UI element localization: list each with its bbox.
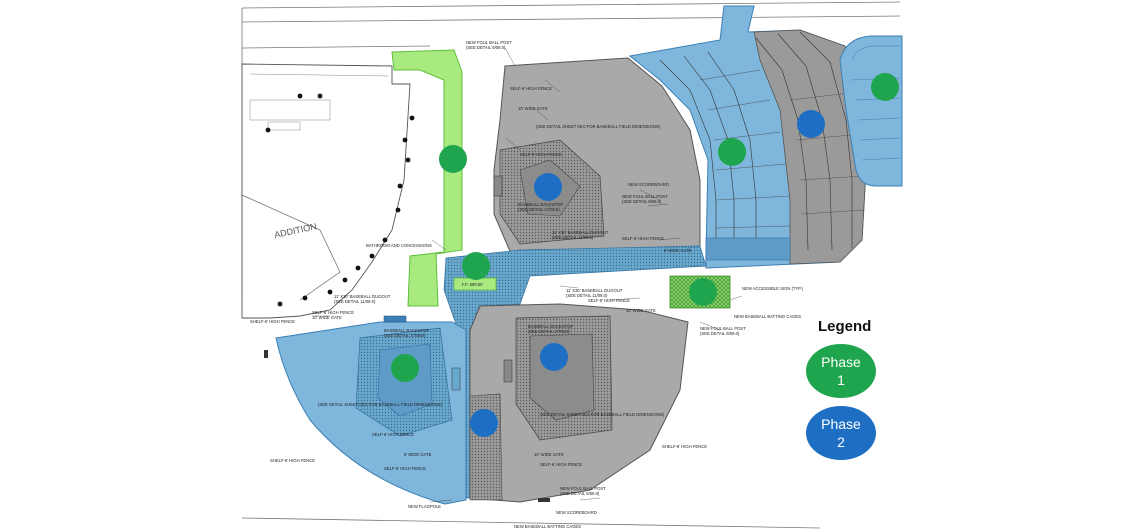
svg-text:BASEBALL BACKSTOP: BASEBALL BACKSTOP	[528, 324, 573, 329]
lower-left-field	[275, 321, 467, 505]
plan-callouts: NEW FOUL BALL POST (SEE DETAIL 9/08.0) S…	[250, 40, 804, 529]
phase-markers	[391, 73, 899, 437]
tree-symbols	[265, 93, 415, 307]
svg-text:SELF-6' HIGH FENCE: SELF-6' HIGH FENCE	[520, 152, 562, 157]
svg-text:SELF-6' HIGH FENCE: SELF-6' HIGH FENCE	[510, 86, 552, 91]
svg-text:(SEE DETAIL 17/08.0): (SEE DETAIL 17/08.0)	[518, 207, 560, 212]
svg-text:11' X30' BASEBALL DUGOUT: 11' X30' BASEBALL DUGOUT	[334, 294, 391, 299]
svg-text:6' WIDE GATE: 6' WIDE GATE	[664, 248, 692, 253]
svg-text:BATHROOM AND CONCESSIONS: BATHROOM AND CONCESSIONS	[366, 243, 432, 248]
phase2-marker	[797, 110, 825, 138]
legend-phase-2-line2: 2	[837, 434, 845, 450]
sign-marker	[264, 350, 268, 358]
phase1-marker	[718, 138, 746, 166]
legend: Legend Phase 1 Phase 2	[800, 312, 900, 472]
svg-text:10' WIDE GATE: 10' WIDE GATE	[518, 106, 548, 111]
svg-text:(SEE DETAIL SHEET 08.0 FOR BAS: (SEE DETAIL SHEET 08.0 FOR BASEBALL FIEL…	[536, 124, 661, 129]
svg-text:NEW ACCESSIBLE SIGN (TYP.): NEW ACCESSIBLE SIGN (TYP.)	[742, 286, 804, 291]
svg-text:NEW BASEBALL BATTING CAGES: NEW BASEBALL BATTING CAGES	[514, 524, 581, 529]
phase1-marker	[439, 145, 467, 173]
svg-text:BASEBALL BACKSTOP: BASEBALL BACKSTOP	[384, 328, 429, 333]
svg-text:(SEE DETAIL 17/08.0): (SEE DETAIL 17/08.0)	[528, 329, 570, 334]
legend-phase-1-line1: Phase	[821, 354, 861, 370]
svg-text:(SEE DETAIL 9/08.0): (SEE DETAIL 9/08.0)	[466, 45, 506, 50]
svg-text:SHELF-6' HIGH FENCE: SHELF-6' HIGH FENCE	[250, 319, 295, 324]
phase1-walkway	[391, 49, 463, 307]
scoreboard-marker	[538, 498, 550, 502]
svg-text:10' WIDE GATE: 10' WIDE GATE	[626, 308, 656, 313]
svg-text:(SEE DETAIL 9/08.0): (SEE DETAIL 9/08.0)	[622, 199, 662, 204]
phase1-marker	[689, 278, 717, 306]
phase1-marker	[871, 73, 899, 101]
legend-phase-1: Phase 1	[806, 344, 876, 398]
svg-text:SELF-6' HIGH FENCE: SELF-6' HIGH FENCE	[588, 298, 630, 303]
svg-text:(SEE DETAIL SHEET 08.0 FOR BAS: (SEE DETAIL SHEET 08.0 FOR BASEBALL FIEL…	[540, 412, 665, 417]
callout-leaders	[312, 47, 743, 503]
svg-text:6' WIDE GATE: 6' WIDE GATE	[404, 452, 432, 457]
svg-text:SELF-6' HIGH FENCE: SELF-6' HIGH FENCE	[312, 310, 354, 315]
dugout-marker	[383, 315, 407, 323]
legend-phase-2-line1: Phase	[821, 416, 861, 432]
svg-text:NEW FOUL BALL POST: NEW FOUL BALL POST	[466, 40, 512, 45]
svg-text:SELF-6' HIGH FENCE: SELF-6' HIGH FENCE	[384, 466, 426, 471]
svg-text:(SEE DETAIL 9/08.0): (SEE DETAIL 9/08.0)	[560, 491, 600, 496]
svg-text:NEW FOUL BALL POST: NEW FOUL BALL POST	[560, 486, 606, 491]
phase2-marker	[540, 343, 568, 371]
svg-text:BASEBALL BACKSTOP: BASEBALL BACKSTOP	[518, 202, 563, 207]
phase1-marker	[391, 354, 419, 382]
existing-building	[241, 63, 411, 319]
phase2-marker	[470, 409, 498, 437]
svg-text:(SEE DETAIL 11/08.0): (SEE DETAIL 11/08.0)	[552, 235, 594, 240]
svg-text:NEW BASEBALL BATTING CAGES: NEW BASEBALL BATTING CAGES	[734, 314, 801, 319]
svg-text:SHELF-6' HIGH FENCE: SHELF-6' HIGH FENCE	[662, 444, 707, 449]
svg-text:F.F. 590.00: F.F. 590.00	[462, 282, 483, 287]
lower-right-field	[451, 303, 689, 503]
svg-text:SHELF-6' HIGH FENCE: SHELF-6' HIGH FENCE	[270, 458, 315, 463]
svg-text:(SEE DETAIL 11/08.0): (SEE DETAIL 11/08.0)	[334, 299, 376, 304]
legend-phase-1-line2: 1	[837, 372, 845, 388]
svg-text:SELF-6' HIGH FENCE: SELF-6' HIGH FENCE	[372, 432, 414, 437]
svg-text:11' X30' BASEBALL DUGOUT: 11' X30' BASEBALL DUGOUT	[552, 230, 609, 235]
svg-text:NEW FOUL BALL POST: NEW FOUL BALL POST	[700, 326, 746, 331]
phase1-marker	[462, 252, 490, 280]
legend-phase-2: Phase 2	[806, 406, 876, 460]
svg-text:(SEE DETAIL 17/08.0): (SEE DETAIL 17/08.0)	[384, 333, 426, 338]
svg-text:SELF-6' HIGH FENCE: SELF-6' HIGH FENCE	[540, 462, 582, 467]
svg-text:NEW SCOREBOARD: NEW SCOREBOARD	[628, 182, 669, 187]
svg-text:(SEE DETAIL 9/08.0): (SEE DETAIL 9/08.0)	[700, 331, 740, 336]
svg-text:10' WIDE GATE: 10' WIDE GATE	[312, 315, 342, 320]
legend-title: Legend	[818, 318, 872, 335]
svg-text:(SEE DETAIL SHEET 08.0 FOR BAS: (SEE DETAIL SHEET 08.0 FOR BASEBALL FIEL…	[318, 402, 443, 407]
phase2-upper-area	[628, 5, 867, 269]
svg-text:NEW FLAGPOLE: NEW FLAGPOLE	[408, 504, 441, 509]
svg-text:11' X30' BASEBALL DUGOUT: 11' X30' BASEBALL DUGOUT	[566, 288, 623, 293]
phase2-marker	[534, 173, 562, 201]
svg-text:NEW SCOREBOARD: NEW SCOREBOARD	[556, 510, 597, 515]
svg-text:(SEE DETAIL 11/08.0): (SEE DETAIL 11/08.0)	[566, 293, 608, 298]
svg-text:10' WIDE GATE: 10' WIDE GATE	[534, 452, 564, 457]
svg-text:NEW FOUL BALL POST: NEW FOUL BALL POST	[622, 194, 668, 199]
svg-text:SELF-6' HIGH FENCE: SELF-6' HIGH FENCE	[622, 236, 664, 241]
